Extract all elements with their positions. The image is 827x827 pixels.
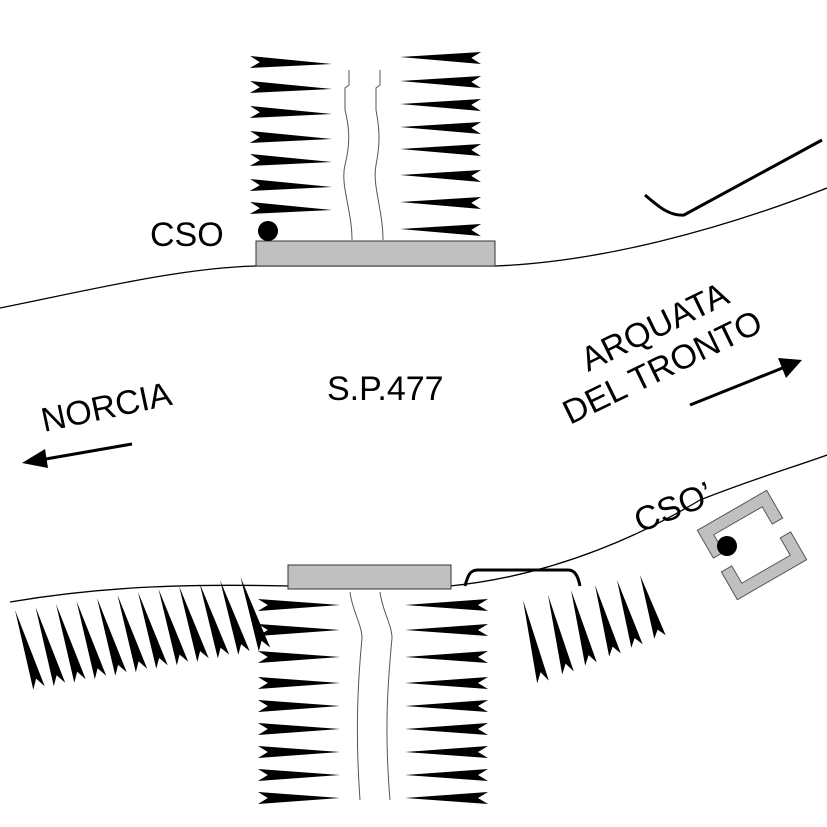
retaining-wall bbox=[463, 568, 582, 587]
hachure-mark bbox=[35, 607, 66, 687]
hachure-mark bbox=[400, 52, 482, 64]
hachure-mark bbox=[523, 600, 549, 684]
hachure-mark bbox=[405, 746, 488, 758]
hachure-mark bbox=[56, 604, 86, 683]
arrow-east bbox=[689, 358, 802, 407]
hachure-mark bbox=[249, 56, 332, 68]
slope-hachures bbox=[15, 52, 666, 804]
hachure-mark bbox=[76, 601, 107, 680]
hachure-mark bbox=[249, 179, 332, 191]
stream-south bbox=[349, 591, 393, 801]
hachure-mark bbox=[158, 589, 189, 666]
hachure-mark bbox=[400, 122, 482, 134]
hachure-mark bbox=[179, 586, 209, 662]
hachure-mark bbox=[405, 792, 488, 804]
culvert-north bbox=[255, 240, 496, 267]
cso-chamber bbox=[696, 489, 808, 601]
hachure-mark bbox=[258, 792, 340, 804]
hachure-mark bbox=[400, 197, 482, 209]
hachure-mark bbox=[249, 154, 332, 166]
culvert-south bbox=[287, 564, 452, 590]
hachure-mark bbox=[405, 723, 488, 735]
cso-label-north: CSO bbox=[150, 216, 224, 254]
hachure-mark bbox=[258, 677, 340, 689]
hachure-mark bbox=[117, 595, 148, 673]
hachure-mark bbox=[548, 595, 574, 675]
hachure-mark bbox=[405, 677, 488, 689]
hachure-mark bbox=[220, 580, 250, 655]
hachure-mark bbox=[249, 131, 332, 143]
cso-point-north bbox=[258, 221, 278, 241]
hachure-mark bbox=[400, 170, 482, 182]
hachure-mark bbox=[249, 106, 332, 118]
hachure-mark bbox=[405, 624, 488, 636]
hachure-mark bbox=[405, 700, 488, 712]
hachure-mark bbox=[400, 224, 482, 236]
hachure-mark bbox=[405, 599, 488, 611]
hachure-mark bbox=[571, 590, 597, 666]
hachure-mark bbox=[405, 651, 488, 663]
hachure-mark bbox=[258, 624, 340, 636]
hachure-mark bbox=[199, 583, 230, 659]
hachure-mark bbox=[595, 585, 621, 657]
hachure-mark bbox=[249, 202, 332, 214]
hachure-mark bbox=[138, 592, 168, 669]
hachure-mark bbox=[240, 577, 271, 652]
hachure-mark bbox=[258, 599, 340, 611]
hachure-mark bbox=[97, 598, 127, 676]
hachure-mark bbox=[400, 99, 482, 111]
hachure-mark bbox=[258, 769, 340, 781]
hachure-mark bbox=[640, 575, 666, 639]
hachure-mark bbox=[617, 580, 643, 648]
hachure-mark bbox=[258, 651, 340, 663]
curb-line bbox=[644, 138, 823, 217]
hachure-mark bbox=[400, 144, 482, 156]
hachure-mark bbox=[249, 81, 332, 93]
hachure-mark bbox=[258, 723, 340, 735]
stream-north bbox=[343, 70, 384, 241]
road-edge-south bbox=[9, 454, 827, 603]
hachure-mark bbox=[15, 610, 45, 690]
hachure-mark bbox=[258, 700, 340, 712]
hachure-mark bbox=[405, 769, 488, 781]
hachure-mark bbox=[258, 746, 340, 758]
hachure-mark bbox=[400, 76, 482, 88]
west-destination-label: NORCIA bbox=[38, 375, 176, 440]
cso-point-south bbox=[717, 536, 737, 556]
arrow-west bbox=[22, 442, 133, 468]
road-label: S.P.477 bbox=[327, 370, 444, 408]
